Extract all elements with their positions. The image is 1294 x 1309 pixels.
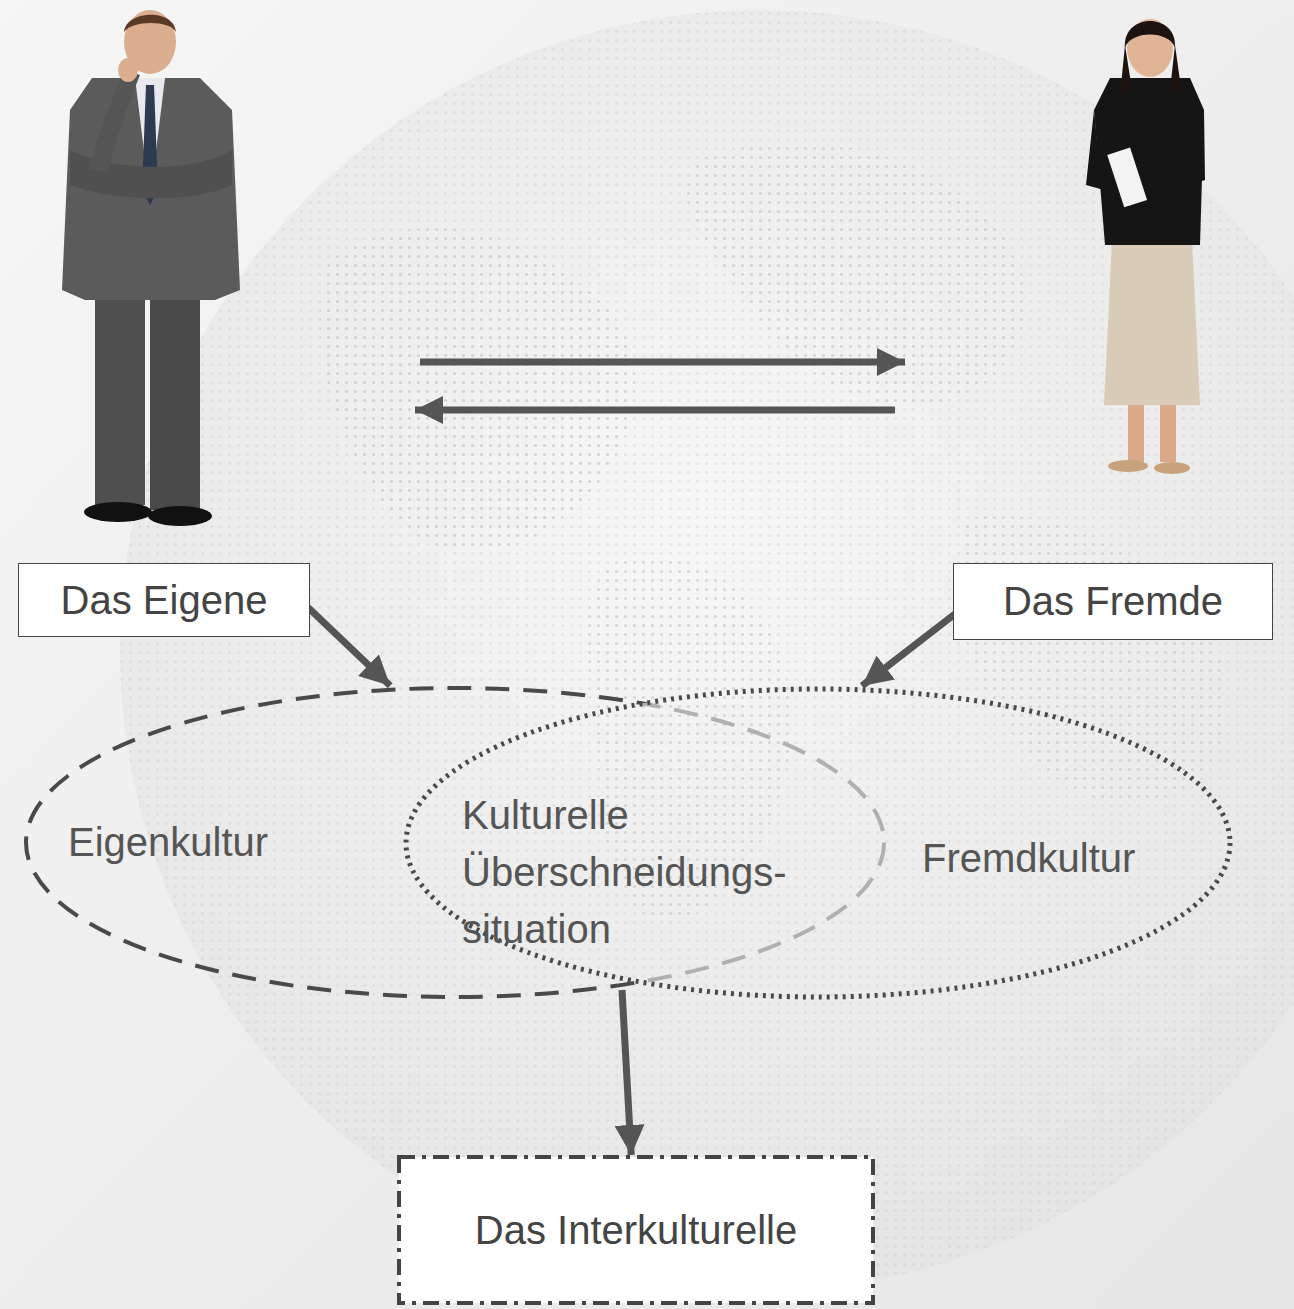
globe	[120, 10, 1294, 1290]
connector-arrow	[862, 613, 956, 686]
ellipse-stroke	[26, 688, 884, 997]
node-label: Das Eigene	[49, 572, 280, 629]
node-label: Eigenkultur	[68, 814, 268, 871]
result-box: Das Interkulturelle	[397, 1155, 875, 1305]
woman-figure	[1086, 19, 1205, 474]
culture-ellipse: Eigenkultur	[23, 685, 887, 1000]
man-figure	[62, 10, 240, 526]
concept-box: Das Eigene	[18, 563, 310, 637]
connector-arrow	[304, 604, 390, 686]
node-label: Kulturelle Überschneidungs- situation	[462, 787, 852, 958]
box-stroke	[399, 1157, 873, 1303]
node-label: Das Fremde	[991, 573, 1235, 630]
connector-arrow	[622, 990, 631, 1155]
concept-box: Das Fremde	[953, 563, 1273, 640]
overlap-region: Kulturelle Überschneidungs- situation	[462, 755, 862, 990]
ellipse-stroke	[26, 688, 884, 997]
node-label: Fremdkultur	[922, 830, 1135, 887]
node-label: Das Interkulturelle	[455, 1202, 817, 1259]
exchange-arrows	[415, 362, 905, 410]
culture-ellipse: Fremdkultur	[403, 686, 1233, 1000]
ellipse-stroke	[406, 689, 1230, 997]
